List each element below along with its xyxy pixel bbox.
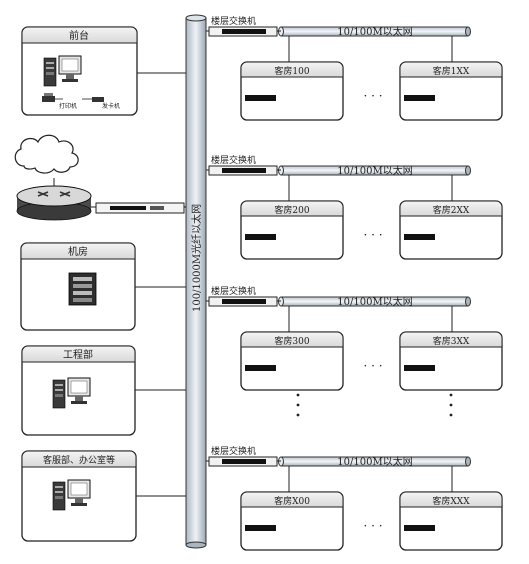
- room-left-title: 客房300: [274, 335, 309, 347]
- room-right-title: 客房2XX: [433, 204, 470, 216]
- router-icon: [16, 185, 92, 221]
- switch-icon: [208, 456, 278, 467]
- engineering-title: 工程部: [63, 348, 93, 361]
- room-right-panel: 客房1XX: [399, 61, 503, 121]
- more-rooms-ellipsis: · · ·: [363, 89, 382, 103]
- machine-room-title: 机房: [68, 245, 88, 258]
- more-floors-dot: [449, 393, 453, 397]
- card-reader-label: 发卡机: [102, 102, 120, 110]
- room-left-panel: 客房200: [240, 200, 344, 260]
- ethernet-label: 10/100M以太网: [337, 455, 412, 468]
- more-floors-dot: [296, 403, 300, 407]
- backbone-label: 100/1000M光纤以太网: [190, 204, 203, 312]
- ethernet-label: 10/100M以太网: [337, 295, 412, 308]
- more-rooms-ellipsis: · · ·: [363, 359, 382, 373]
- printer-icon: [42, 93, 55, 102]
- terminal-icon: [245, 234, 276, 240]
- terminal-icon: [404, 95, 435, 101]
- terminal-icon: [245, 95, 276, 101]
- room-left-panel: 客房100: [240, 61, 344, 121]
- more-floors-dot: [296, 413, 300, 417]
- cloud-icon: [14, 134, 79, 174]
- floor-switch-label: 楼层交换机: [211, 285, 256, 297]
- computer-icon: [52, 377, 91, 409]
- room-right-title: 客房XXX: [432, 495, 470, 507]
- offices-panel: 客服部、办公室等: [21, 450, 137, 542]
- terminal-icon: [404, 234, 435, 240]
- more-floors-dot: [449, 413, 453, 417]
- terminal-icon: [245, 525, 276, 531]
- room-left-title: 客房X00: [274, 495, 310, 507]
- switch-icon: [208, 26, 278, 37]
- room-right-panel: 客房3XX: [399, 331, 503, 391]
- computer-icon: [43, 55, 82, 87]
- switch-icon: [208, 296, 278, 307]
- more-floors-dot: [296, 393, 300, 397]
- server-rack-icon: [68, 272, 97, 306]
- terminal-icon: [404, 525, 435, 531]
- floor-switch-label: 楼层交换机: [211, 154, 256, 166]
- card-reader-icon: [92, 97, 104, 102]
- left-connectors: [135, 72, 186, 497]
- room-right-panel: 客房2XX: [399, 200, 503, 260]
- more-rooms-ellipsis: · · ·: [363, 228, 382, 242]
- room-left-panel: 客房300: [240, 331, 344, 391]
- room-left-title: 客房100: [274, 65, 309, 77]
- floor-switch-label: 楼层交换机: [211, 15, 256, 27]
- floor-switch-label: 楼层交换机: [211, 445, 256, 457]
- room-left-panel: 客房X00: [240, 491, 344, 551]
- ethernet-label: 10/100M以太网: [337, 25, 412, 38]
- more-rooms-ellipsis: · · ·: [363, 519, 382, 533]
- printer-label: 打印机: [59, 102, 77, 110]
- terminal-icon: [245, 365, 276, 371]
- more-floors-dot: [449, 403, 453, 407]
- machine-room-panel: 机房: [20, 242, 136, 331]
- room-right-title: 客房1XX: [433, 65, 470, 77]
- terminal-icon: [404, 365, 435, 371]
- switch-icon: [208, 165, 278, 176]
- computer-icon: [52, 479, 91, 511]
- ethernet-label: 10/100M以太网: [337, 164, 412, 177]
- room-left-title: 客房200: [274, 204, 309, 216]
- offices-title: 客服部、办公室等: [43, 454, 115, 466]
- room-right-title: 客房3XX: [433, 335, 470, 347]
- front-desk-title: 前台: [69, 29, 89, 42]
- room-right-panel: 客房XXX: [399, 491, 503, 551]
- backbone-pipe: [185, 14, 207, 549]
- edge-switch-icon: [95, 202, 185, 214]
- front-desk-panel: 前台 打印机 发卡机: [21, 26, 138, 116]
- engineering-panel: 工程部: [21, 345, 136, 436]
